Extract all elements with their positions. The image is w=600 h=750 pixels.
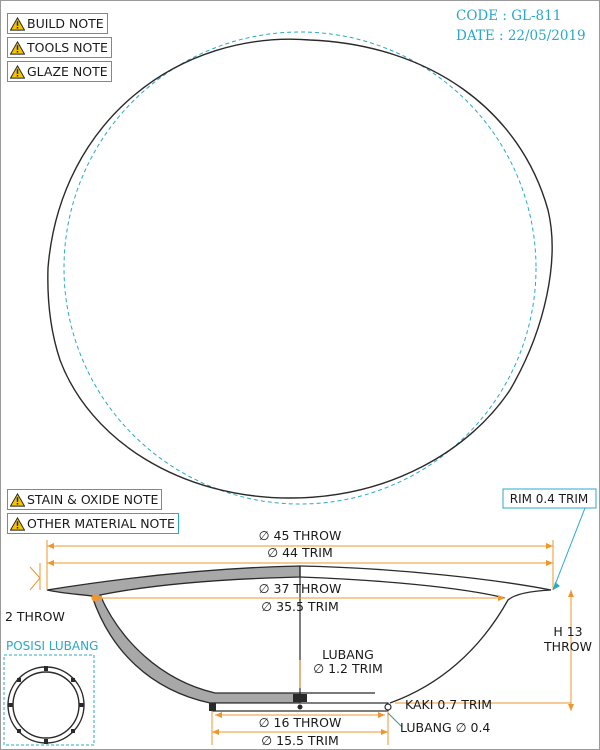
posisi-lubang-box xyxy=(3,654,95,746)
lubang-label: LUBANG xyxy=(322,647,374,662)
glaze-note-label: GLAZE NOTE xyxy=(27,64,108,79)
rim-label: RIM 0.4 TRIM xyxy=(510,492,589,506)
inner-throw-label: ∅ 37 THROW xyxy=(259,581,342,596)
stain-oxide-note-badge[interactable]: STAIN & OXIDE NOTE xyxy=(7,489,163,510)
build-note-badge[interactable]: BUILD NOTE xyxy=(7,13,108,34)
throw-circle-outline xyxy=(63,31,537,505)
posisi-inner-ring xyxy=(12,671,80,739)
foot-center-dot xyxy=(297,704,303,710)
posisi-hole-markers xyxy=(8,666,84,744)
outer-trim-label: ∅ 44 TRIM xyxy=(267,545,333,560)
height-label: H 13 xyxy=(553,624,582,639)
lubang-small-label: LUBANG ∅ 0.4 xyxy=(400,720,490,735)
date-label: DATE : 22/05/2019 xyxy=(456,28,586,44)
foot-trim-label: ∅ 15.5 TRIM xyxy=(261,733,338,748)
bowl-profile xyxy=(46,565,552,712)
build-note-label: BUILD NOTE xyxy=(27,16,104,31)
wall-thickness-marker xyxy=(91,594,99,602)
small-lubang-marker xyxy=(384,703,392,711)
warning-icon xyxy=(10,492,25,507)
wall-thickness-label: 2 THROW xyxy=(5,609,65,624)
bowl-top-outline xyxy=(47,38,553,499)
lubang-hole-marker xyxy=(293,694,307,702)
code-label: CODE : GL-811 xyxy=(456,8,562,24)
glaze-note-badge[interactable]: GLAZE NOTE xyxy=(7,61,112,82)
warning-icon xyxy=(10,40,25,55)
rim-leader-line xyxy=(552,507,586,591)
tools-note-badge[interactable]: TOOLS NOTE xyxy=(7,37,112,58)
inner-trim-label: ∅ 35.5 TRIM xyxy=(261,599,338,614)
tools-note-label: TOOLS NOTE xyxy=(27,40,108,55)
warning-icon xyxy=(10,516,25,531)
rim-label-box xyxy=(502,488,597,509)
lubang-trim-label: ∅ 1.2 TRIM xyxy=(313,661,383,676)
other-material-note-label: OTHER MATERIAL NOTE xyxy=(27,516,175,531)
outer-throw-label: ∅ 45 THROW xyxy=(259,528,342,543)
other-material-note-badge[interactable]: OTHER MATERIAL NOTE xyxy=(7,513,179,534)
stain-oxide-note-label: STAIN & OXIDE NOTE xyxy=(27,492,159,507)
dimension-lines xyxy=(39,540,572,745)
height-throw-label: THROW xyxy=(543,639,592,654)
warning-icon xyxy=(10,16,25,31)
warning-icon xyxy=(10,64,25,79)
kaki-label: KAKI 0.7 TRIM xyxy=(405,697,492,712)
foot-throw-label: ∅ 16 THROW xyxy=(259,715,342,730)
posisi-lubang-label: POSISI LUBANG xyxy=(6,639,98,653)
